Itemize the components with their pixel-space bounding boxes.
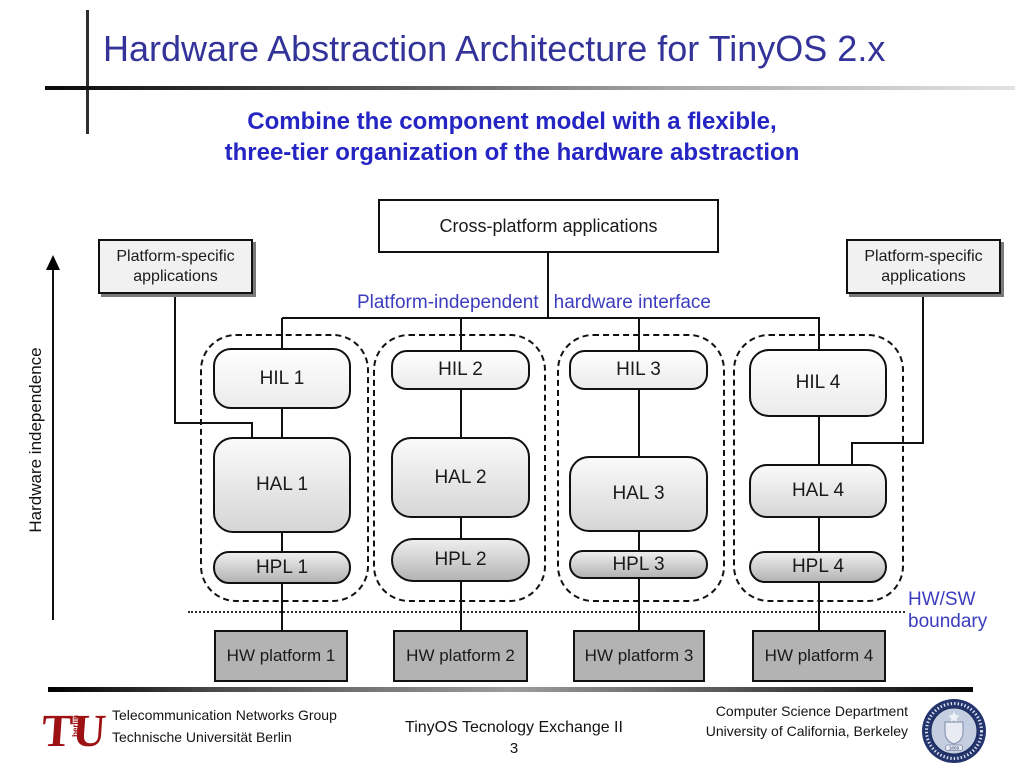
seal-year-text: 1868 [949,745,960,750]
hardware-independence-axis-label: Hardware independence [26,347,45,533]
connector-interface-bus [282,317,820,319]
hil-4-box: HIL 4 [749,349,887,417]
connector-cross-platform-stub [547,252,549,319]
connector-right-elbow-horizontal [851,442,924,444]
footer-left-line-1: Telecommunication Networks Group [112,707,337,723]
svg-text:TU: TU [42,705,106,756]
header-vertical-rule [86,10,89,134]
hw-platform-4-box: HW platform 4 [752,630,886,682]
footer-right-block: Computer Science Department University o… [608,701,908,741]
footer-left-block: Telecommunication Networks Group Technis… [112,704,337,748]
arrow-up-icon [46,255,60,270]
hpl-3-box: HPL 3 [569,550,708,579]
footer-right-line-2: University of California, Berkeley [705,723,908,739]
hw-sw-boundary-line [188,611,905,613]
footer-divider-bar [48,687,973,692]
hw-sw-boundary-label: HW/SW boundary [908,589,1020,633]
subtitle-line-2: three-tier organization of the hardware … [224,139,800,166]
platform-specific-left-line-1: Platform-specific [116,247,235,265]
platform-specific-right-line-2: applications [881,267,966,285]
connector-left-elbow-horizontal [174,422,253,424]
svg-text:berlin: berlin [71,715,80,737]
platform-specific-applications-box-right: Platform-specific applications [846,239,1001,294]
connector-right-elbow-vertical [922,292,924,444]
cross-platform-applications-box: Cross-platform applications [378,199,719,253]
hil-1-box: HIL 1 [213,348,351,409]
page-title: Hardware Abstraction Architecture for Ti… [103,28,886,69]
connector-left-elbow-drop [251,422,253,439]
subtitle-line-1: Combine the component model with a flexi… [247,108,777,135]
slide-subtitle: Combine the component model with a flexi… [0,106,1024,168]
hw-platform-2-box: HW platform 2 [393,630,528,682]
hw-platform-1-box: HW platform 1 [214,630,348,682]
footer-center-caption: TinyOS Tecnology Exchange II [405,719,623,736]
interface-label-part-1: Platform-independent [356,292,539,313]
hpl-4-box: HPL 4 [749,551,887,583]
hpl-1-box: HPL 1 [213,551,351,584]
connector-left-elbow-vertical [174,292,176,424]
hw-sw-label-line-1: HW/SW [908,589,976,610]
connector-right-elbow-drop [851,442,853,466]
hal-1-box: HAL 1 [213,437,351,533]
platform-independent-interface-label: Platform-independent hardware interface [328,292,740,314]
platform-specific-right-line-1: Platform-specific [864,247,983,265]
hpl-2-box: HPL 2 [391,538,530,582]
header-underline-bar [45,86,1015,90]
hal-4-box: HAL 4 [749,464,887,518]
hil-3-box: HIL 3 [569,350,708,390]
platform-specific-applications-box-left: Platform-specific applications [98,239,253,294]
hw-platform-3-box: HW platform 3 [573,630,705,682]
hal-3-box: HAL 3 [569,456,708,532]
page-number: 3 [509,740,519,757]
interface-label-part-2: hardware interface [553,292,712,313]
hal-2-box: HAL 2 [391,437,530,518]
platform-specific-left-line-2: applications [133,267,218,285]
hil-2-box: HIL 2 [391,350,530,390]
footer-center-block: TinyOS Tecnology Exchange II 3 [364,717,664,759]
footer-right-line-1: Computer Science Department [715,703,908,719]
tu-berlin-logo: TU berlin [40,702,107,760]
footer-left-line-2: Technische Universität Berlin [112,729,292,745]
hardware-independence-axis-line [52,268,54,620]
hw-sw-label-line-2: boundary [908,611,988,632]
uc-berkeley-seal: 1868 [921,698,987,764]
